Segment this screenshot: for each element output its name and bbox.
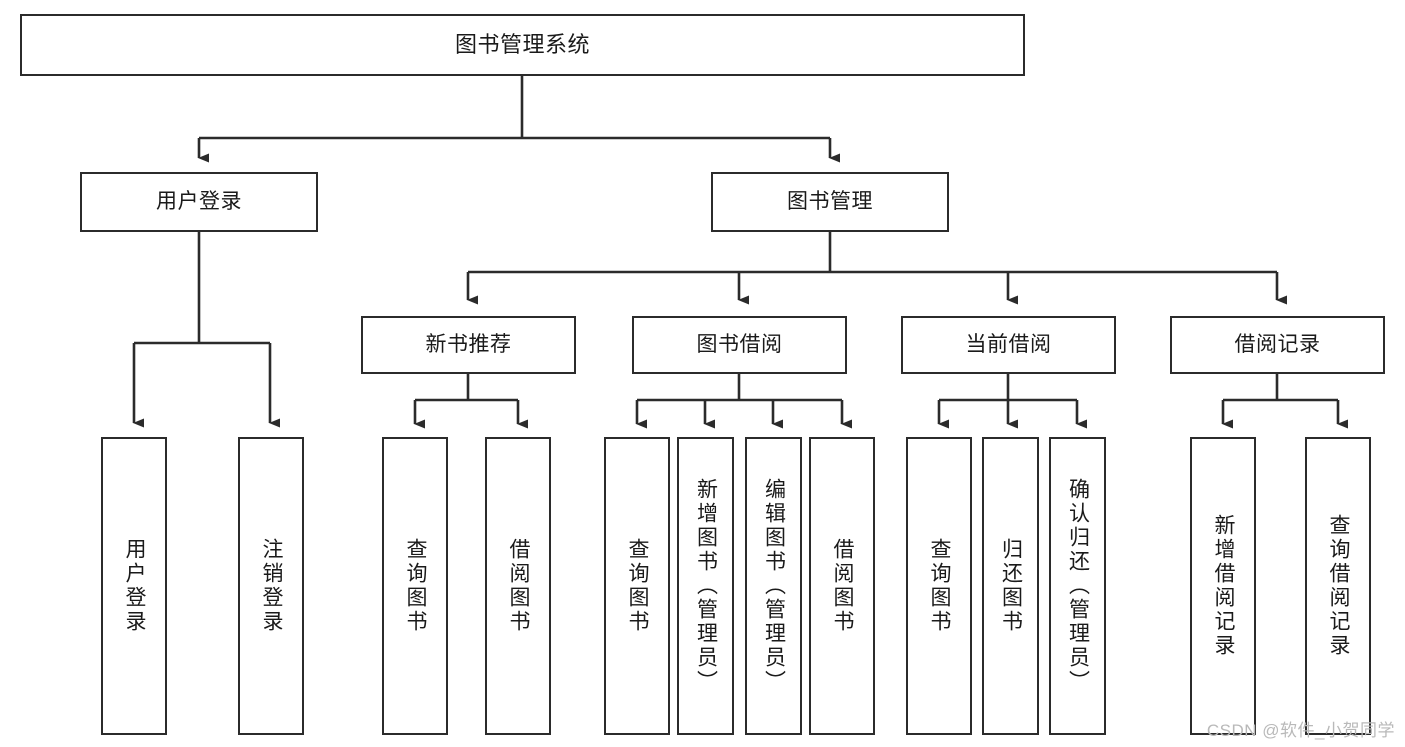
node-new-book-recommend-label: 新书推荐 [425,333,512,357]
leaf-add-borrow-record[interactable]: 新增借阅记录 [1190,437,1256,735]
leaf-new-book-query[interactable]: 查询图书 [382,437,448,735]
leaf-new-book-query-label: 查询图书 [404,538,428,634]
leaf-add-borrow-record-label: 新增借阅记录 [1212,514,1236,658]
leaf-query-borrow-record[interactable]: 查询借阅记录 [1305,437,1371,735]
leaf-confirm-return-admin-label: 确认归还（管理员） [1066,478,1090,694]
leaf-new-book-borrow-label: 借阅图书 [507,538,531,634]
node-book-manage[interactable]: 图书管理 [711,172,949,232]
node-book-borrow-label: 图书借阅 [696,333,783,357]
leaf-borrow-query-book-label: 查询图书 [626,538,650,634]
leaf-confirm-return-admin[interactable]: 确认归还（管理员） [1049,437,1106,735]
leaf-user-login[interactable]: 用户登录 [101,437,167,735]
leaf-return-book[interactable]: 归还图书 [982,437,1039,735]
leaf-current-query-book-label: 查询图书 [928,538,952,634]
leaf-borrow-book[interactable]: 借阅图书 [809,437,875,735]
leaf-edit-book-admin-label: 编辑图书（管理员） [762,478,786,694]
node-root-system[interactable]: 图书管理系统 [20,14,1025,76]
leaf-edit-book-admin[interactable]: 编辑图书（管理员） [745,437,802,735]
watermark: CSDN @软件_小贺同学 [1206,721,1395,740]
leaf-borrow-query-book[interactable]: 查询图书 [604,437,670,735]
node-root-system-label: 图书管理系统 [454,31,590,57]
node-current-borrow[interactable]: 当前借阅 [901,316,1116,374]
node-user-login[interactable]: 用户登录 [80,172,318,232]
leaf-user-login-label: 用户登录 [123,538,147,634]
leaf-query-borrow-record-label: 查询借阅记录 [1327,514,1351,658]
leaf-logout-label: 注销登录 [260,538,284,634]
leaf-add-book-admin-label: 新增图书（管理员） [694,478,718,694]
leaf-return-book-label: 归还图书 [999,538,1023,634]
node-borrow-record-label: 借阅记录 [1234,333,1321,357]
node-book-borrow[interactable]: 图书借阅 [632,316,847,374]
node-new-book-recommend[interactable]: 新书推荐 [361,316,576,374]
leaf-current-query-book[interactable]: 查询图书 [906,437,972,735]
leaf-logout[interactable]: 注销登录 [238,437,304,735]
node-book-manage-label: 图书管理 [787,190,873,214]
node-user-login-label: 用户登录 [156,190,242,214]
leaf-new-book-borrow[interactable]: 借阅图书 [485,437,551,735]
leaf-borrow-book-label: 借阅图书 [831,538,855,634]
node-borrow-record[interactable]: 借阅记录 [1170,316,1385,374]
node-current-borrow-label: 当前借阅 [965,333,1052,357]
leaf-add-book-admin[interactable]: 新增图书（管理员） [677,437,734,735]
